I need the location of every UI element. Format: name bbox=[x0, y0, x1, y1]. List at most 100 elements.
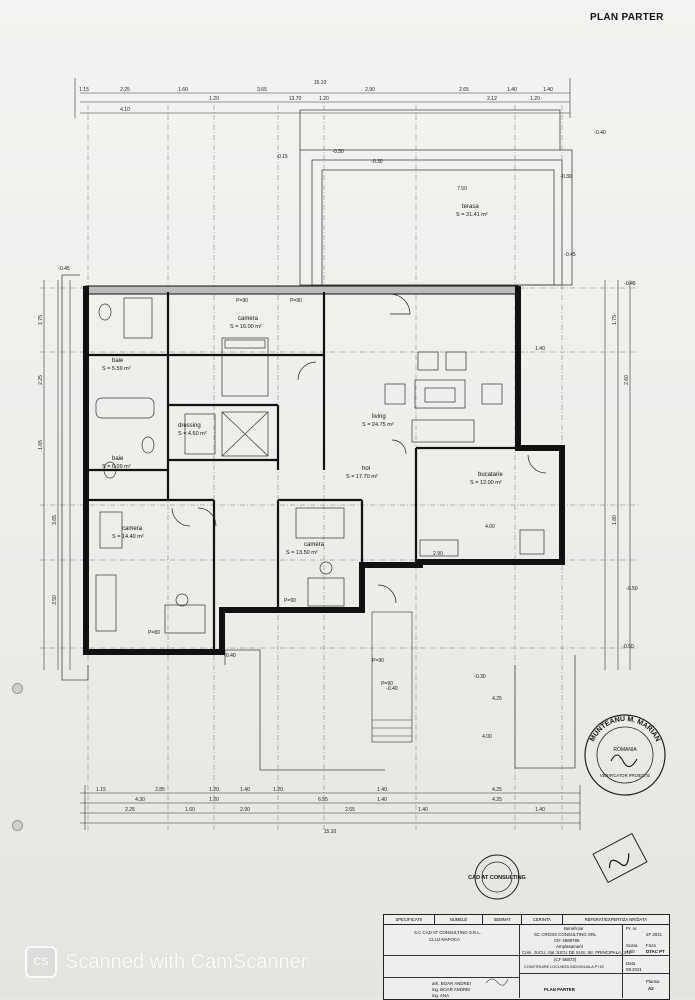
bottom-dim: 1.40 bbox=[535, 807, 545, 813]
terrace-outline bbox=[61, 109, 576, 771]
tb-beneficiar: SC CROSS CONSULTING SRL bbox=[534, 932, 597, 937]
svg-text:baie: baie bbox=[112, 456, 124, 462]
side-dim: 1.75 bbox=[612, 315, 618, 325]
svg-text:baie: baie bbox=[112, 358, 124, 364]
level-marker: -0.45 bbox=[58, 266, 70, 272]
room-baie-1: baie S = 5.59 m² bbox=[102, 358, 131, 372]
tb-plansa-label: Plansa bbox=[646, 979, 660, 984]
tb-header-semnat: SEMNAT bbox=[483, 915, 523, 924]
top-dim: 2.25 bbox=[120, 87, 130, 93]
room-camera-1: camera S = 16.00 m² bbox=[230, 316, 262, 330]
top-dim: 1.40 bbox=[507, 87, 517, 93]
tb-pr-label: Pr. nr. bbox=[626, 926, 638, 931]
side-dims: 1.752.251.653.653.501.752.601.80 bbox=[38, 315, 630, 605]
side-dim: 3.65 bbox=[52, 515, 58, 525]
tb-location: Com. JUCU, Sat JUCU DE SUS, Str. PRINCIP… bbox=[522, 950, 631, 955]
stamp-line-1: ROMANIA bbox=[613, 747, 637, 753]
doors bbox=[171, 293, 547, 604]
tb-header-specificatii: SPECIFICATII bbox=[384, 915, 435, 924]
top-dim: 2.65 bbox=[459, 87, 469, 93]
room-baie-2: baie S = 6.09 m² bbox=[102, 456, 131, 470]
top-overall-dim: 15.10 bbox=[314, 80, 327, 86]
tb-cif: CIF 4698786 bbox=[554, 938, 580, 943]
svg-text:camera: camera bbox=[304, 542, 325, 548]
axis-grid bbox=[40, 105, 640, 830]
level-markers: -0.45-0.30-0.30-0.15-0.30-0.45-0.40-0.40… bbox=[58, 130, 638, 692]
svg-text:S = 14.40 m²: S = 14.40 m² bbox=[112, 534, 144, 540]
level-marker: -0.40 bbox=[386, 686, 398, 692]
bottom-dim: 2.85 bbox=[155, 787, 165, 793]
tb-name-3: ing. ANA bbox=[432, 993, 450, 998]
punch-hole bbox=[12, 683, 23, 694]
inner-dim: 4.00 bbox=[485, 524, 495, 530]
level-marker: -0.30 bbox=[371, 159, 383, 165]
room-camera-2: camera S = 14.40 m² bbox=[112, 526, 144, 540]
tb-faza-label: Faza bbox=[646, 943, 656, 948]
svg-text:camera: camera bbox=[238, 316, 259, 322]
side-dim: 2.25 bbox=[38, 375, 44, 385]
side-dim: 1.80 bbox=[612, 515, 618, 525]
bottom-dim: 4.25 bbox=[492, 787, 502, 793]
camscanner-icon: CS bbox=[25, 946, 57, 978]
bottom-dim: 1.15 bbox=[96, 787, 106, 793]
top-dim: 1.60 bbox=[178, 87, 188, 93]
stamp-line-2: VERIFICATOR PROIECTE bbox=[600, 773, 651, 778]
bottom-dim: 4.25 bbox=[492, 797, 502, 803]
tb-amplasament-label: Amplasament bbox=[556, 944, 583, 949]
top-dim: 2.90 bbox=[365, 87, 375, 93]
svg-text:S = 31.41 m²: S = 31.41 m² bbox=[456, 212, 488, 218]
tb-beneficiar-label: Beneficiar bbox=[564, 926, 584, 931]
inner-dim: 4.25 bbox=[492, 696, 502, 702]
inner-dim: 1.40 bbox=[535, 346, 545, 352]
bottom-dim: 1.40 bbox=[377, 797, 387, 803]
tb-plansa: A2 bbox=[648, 986, 654, 991]
bottom-dim: 1.40 bbox=[377, 787, 387, 793]
level-marker: -0.40 bbox=[594, 130, 606, 136]
tb-company: S.C CAD AT CONSULTING S.R.L. bbox=[414, 930, 482, 935]
room-bucatarie: bucatarie S = 12.00 m² bbox=[470, 472, 503, 486]
camscanner-text: Scanned with CamScanner bbox=[65, 950, 308, 973]
level-marker: -0.50 bbox=[622, 644, 634, 650]
bottom-dim: 1.20 bbox=[209, 797, 219, 803]
stamp-company-text: CAD AT CONSULTING bbox=[468, 875, 526, 881]
signature-stamp bbox=[592, 832, 648, 884]
entrance-steps bbox=[371, 611, 413, 743]
side-dim: 1.75 bbox=[38, 315, 44, 325]
top-dim: 1.15 bbox=[79, 87, 89, 93]
tb-name-1: arh. BOAR ANDREI bbox=[432, 981, 471, 986]
tb-cf: (CF 56873) bbox=[554, 957, 577, 962]
inner-dim: 7.50 bbox=[457, 186, 467, 192]
top-dim: 1.20 bbox=[530, 96, 540, 102]
top-dim: 13.70 bbox=[289, 96, 302, 102]
side-dim: 3.50 bbox=[52, 595, 58, 605]
bottom-dim: 1.40 bbox=[418, 807, 428, 813]
signature-mark bbox=[485, 978, 509, 986]
bottom-overall-dim: 15.10 bbox=[324, 829, 337, 835]
sheet-title: PLAN PARTER bbox=[590, 12, 664, 23]
door-labels: P=90P=90P=90P=80P=90P=90 bbox=[148, 298, 393, 687]
level-marker: -0.15 bbox=[276, 154, 288, 160]
tb-city: CLUJ-NAPOCA bbox=[429, 937, 460, 942]
bottom-dim: 6.55 bbox=[318, 797, 328, 803]
exterior-walls bbox=[83, 285, 565, 655]
furniture bbox=[95, 297, 545, 634]
door-width-label: P=90 bbox=[284, 598, 296, 604]
stamp-round-text: MUNTEANU M. MARIAN bbox=[589, 716, 661, 743]
inner-dims: 7.504.004.252.904.001.40 bbox=[433, 186, 545, 740]
door-width-label: P=80 bbox=[148, 630, 160, 636]
svg-text:S = 13.50 m²: S = 13.50 m² bbox=[286, 550, 318, 556]
level-marker: -0.30 bbox=[474, 674, 486, 680]
room-living: living S = 24.75 m² bbox=[362, 414, 394, 428]
title-block: SPECIFICATII NUMELE SEMNAT CERINTA REFER… bbox=[383, 914, 670, 1000]
bottom-dim: 1.40 bbox=[240, 787, 250, 793]
tb-header-cerinta: CERINTA bbox=[522, 915, 563, 924]
door-width-label: P=90 bbox=[381, 681, 393, 687]
interior-walls bbox=[88, 292, 518, 652]
top-dim: 1.20 bbox=[319, 96, 329, 102]
bottom-dim: 1.20 bbox=[209, 787, 219, 793]
